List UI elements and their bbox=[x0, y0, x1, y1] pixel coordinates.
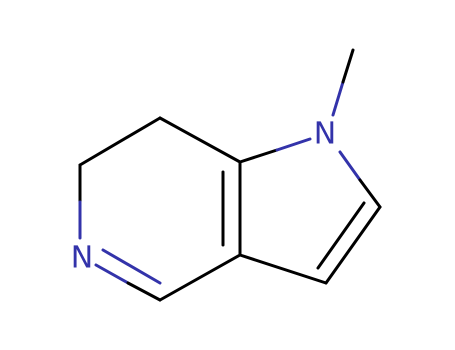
bond-n1-c2-black bbox=[358, 178, 382, 209]
bond-n5-c4-inner bbox=[101, 248, 162, 285]
bond-n1-c2-blue bbox=[338, 150, 362, 182]
bond-c3-c3a bbox=[238, 253, 328, 285]
bond-c7-c6 bbox=[78, 116, 162, 167]
bond-n1-methyl-black bbox=[341, 48, 355, 84]
bond-c7a-n1-blue bbox=[275, 137, 312, 152]
bond-n5-c4-black bbox=[126, 281, 162, 302]
atom-label-n5: N bbox=[71, 241, 93, 276]
bond-c7a-n1-black bbox=[238, 148, 279, 164]
bond-n5-c4-blue bbox=[94, 263, 130, 285]
atom-label-n1: N bbox=[314, 117, 336, 152]
bond-c7a-c7 bbox=[158, 116, 242, 164]
bond-c4-c3a bbox=[158, 253, 242, 302]
bond-n1-methyl-blue bbox=[331, 80, 345, 117]
bond-c2-c3 bbox=[324, 205, 382, 285]
bond-c2-c3-inner bbox=[316, 201, 366, 270]
